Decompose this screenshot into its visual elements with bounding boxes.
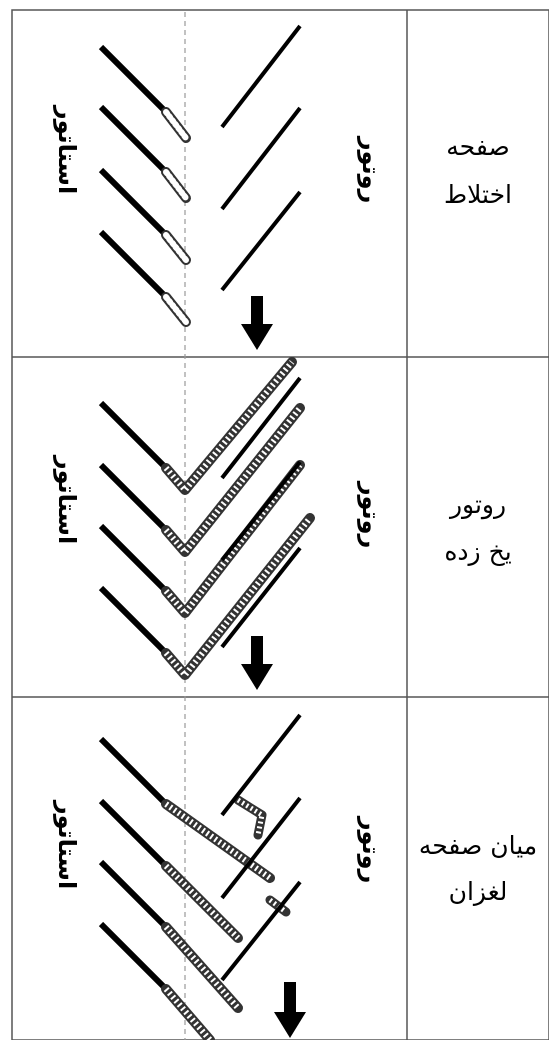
row-label-line-1: روتور [448, 490, 506, 520]
stator-lines [98, 44, 169, 300]
row-label-line-1: ميان صفحه [419, 831, 537, 860]
row-2-panel: استاتور روتور روتور يخ زده [53, 357, 512, 690]
motion-arrow [241, 636, 273, 690]
stator-lines [98, 400, 169, 656]
stator-lines [98, 736, 169, 992]
rotor-label: روتور [357, 816, 385, 884]
row-3-panel: استاتور روتور ميان صفحه لغزان [53, 713, 537, 1040]
stator-label: استاتور [53, 105, 81, 195]
motion-arrow [241, 296, 273, 350]
stator-label: استاتور [53, 800, 81, 890]
rotor-label: روتور [357, 481, 385, 549]
rotor-lines [220, 376, 302, 649]
gouge-deposits [161, 107, 191, 327]
row-label-line-2: لغزان [449, 877, 508, 906]
row-label-line-2: اختلاط [444, 180, 512, 209]
rotor-lines [220, 713, 302, 982]
row-label-line-1: صفحه [446, 132, 509, 161]
gouge-deposits [161, 795, 291, 1040]
gouge-deposits [161, 357, 315, 680]
row-label-line-2: يخ زده [444, 537, 511, 567]
motion-arrow [274, 982, 306, 1038]
table-frame [11, 9, 549, 1040]
stator-label: استاتور [53, 455, 81, 545]
rotor-label: روتور [357, 136, 385, 204]
rotor-lines [220, 24, 302, 292]
row-1-panel: استاتور روتور صفحه اختلاط [53, 24, 512, 350]
